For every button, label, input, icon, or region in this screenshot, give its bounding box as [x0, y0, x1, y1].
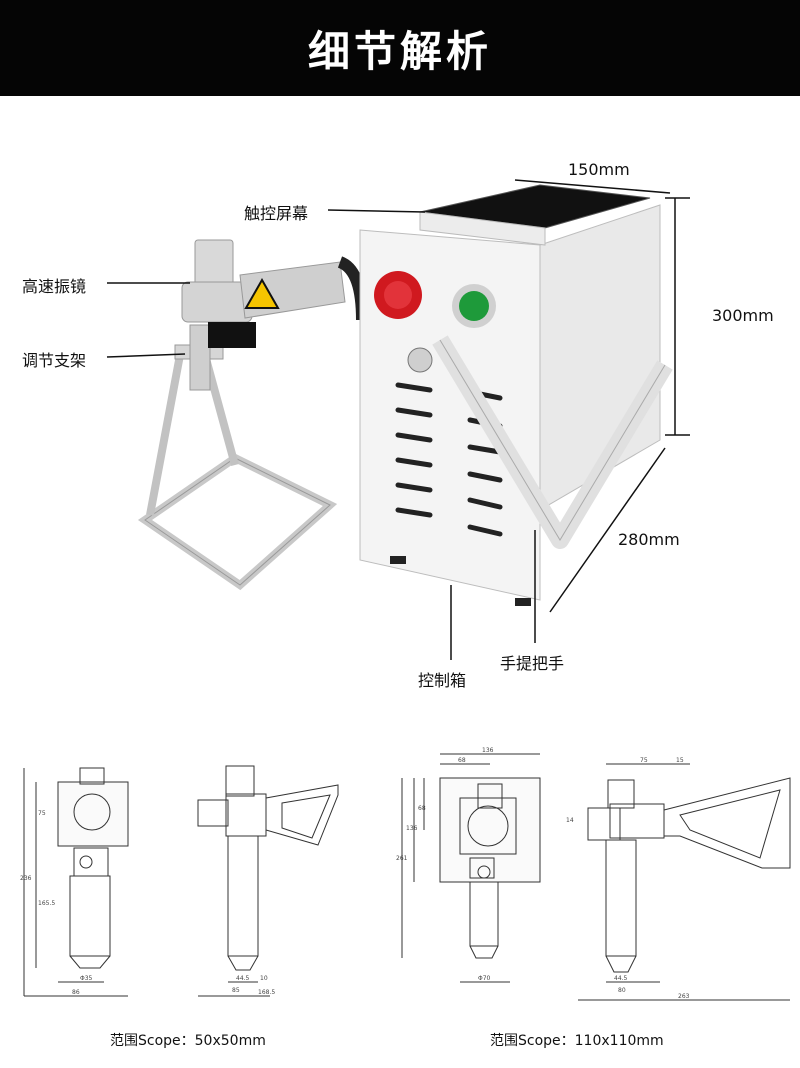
left-side-dim-168: 168.5 — [258, 989, 275, 996]
control-box — [359, 184, 673, 606]
drawing-left-side — [197, 765, 339, 997]
label-galvo: 高速振镜 — [22, 277, 87, 296]
dim-height: 300mm — [712, 306, 774, 325]
drawing-right-side — [578, 763, 791, 1001]
left-front-dim-165: 165.5 — [38, 900, 55, 907]
right-side-dim-44: 44.5 — [614, 975, 628, 982]
label-handle: 手提把手 — [500, 654, 565, 673]
left-front-dim-86: 86 — [72, 989, 80, 996]
galvo-head — [181, 239, 368, 348]
right-front-dim-136-top: 136 — [482, 747, 494, 754]
left-front-dim-75: 75 — [38, 810, 46, 817]
right-front-dim-phi70: Φ70 — [478, 975, 491, 982]
right-side-dim-80: 80 — [618, 987, 626, 994]
right-front-dim-261: 261 — [396, 855, 408, 862]
drawing-right-front — [401, 753, 541, 983]
right-side-dim-14: 14 — [566, 817, 574, 824]
left-front-dim-phi35: Φ35 — [80, 975, 93, 982]
label-stand: 调节支架 — [22, 351, 87, 370]
header-bar: 细节解析 — [0, 0, 800, 96]
right-side-dim-263: 263 — [678, 993, 690, 1000]
dim-depth: 280mm — [618, 530, 680, 549]
left-side-dim-10: 10 — [260, 975, 268, 982]
caption-right-scope: 范围Scope：110x110mm — [490, 1033, 664, 1049]
label-control-box: 控制箱 — [418, 671, 467, 690]
page-title: 细节解析 — [307, 26, 492, 76]
label-touchscreen: 触控屏幕 — [244, 204, 309, 223]
caption-left-scope: 范围Scope：50x50mm — [110, 1033, 266, 1049]
leader-lines — [106, 209, 536, 660]
adjustable-stand — [137, 324, 338, 591]
dimension-lines — [514, 179, 690, 613]
dim-width: 150mm — [568, 160, 630, 179]
right-front-dim-136-side: 136 — [406, 825, 418, 832]
right-side-dim-15: 15 — [676, 757, 684, 764]
left-side-dim-44: 44.5 — [236, 975, 250, 982]
right-front-dim-68-side: 68 — [418, 805, 426, 812]
left-side-dim-85: 85 — [232, 987, 240, 994]
left-front-dim-236: 236 — [20, 875, 32, 882]
right-front-dim-68-top: 68 — [458, 757, 466, 764]
right-side-dim-75: 75 — [640, 757, 648, 764]
drawing-left-front — [23, 767, 129, 997]
